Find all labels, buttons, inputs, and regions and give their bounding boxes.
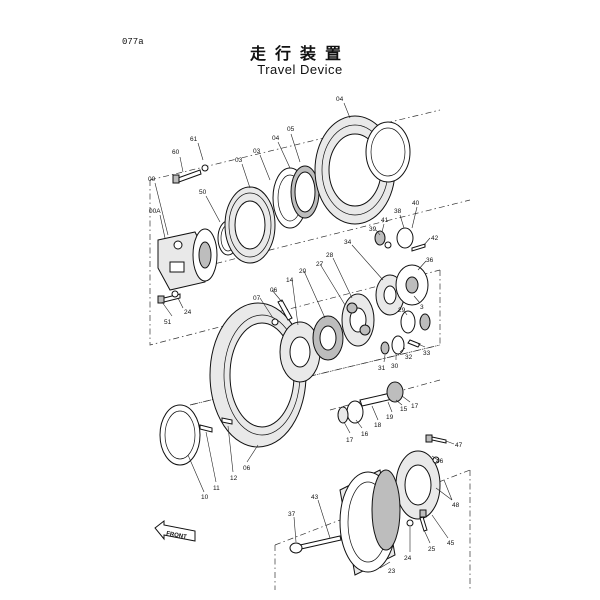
callout-label: 12 [230,475,238,482]
callout-label: 17 [411,403,419,410]
callout-labels: 04 05 04 61 60 03 03 00 50 [148,96,463,575]
callout-label: 51 [164,319,172,326]
callout-label: 43 [311,494,319,501]
callout-label: 19 [386,414,394,421]
callout-label: 3 [420,304,424,311]
callout-label: 25 [428,546,436,553]
shaft-15-19 [337,381,404,424]
callout-label: 04 [272,135,280,142]
planetary-set-27-28 [341,293,375,347]
callout-label: 34 [344,239,352,246]
callout-label: 41 [381,217,389,224]
callout-label: 45 [447,540,455,547]
small-parts-38-42 [374,227,426,252]
callout-label: 61 [190,136,198,143]
callout-label: 06 [270,287,278,294]
large-seal-ring [365,121,411,183]
callout-label: 42 [431,235,439,242]
callout-label: 27 [316,261,324,268]
end-cover-45 [395,450,441,520]
front-arrow: FRONT [154,519,196,542]
callout-label: 29 [398,307,406,314]
callout-label: 18 [374,422,382,429]
callout-label: 40 [412,200,420,207]
travel-motor [157,228,218,291]
bolts-11-12 [199,417,233,433]
bolt-60 [172,164,209,184]
callout-label: 10 [201,494,209,501]
front-label: FRONT [166,531,188,541]
callout-label: 36 [426,257,434,264]
callout-label: 48 [452,502,460,509]
callout-label: 04 [336,96,344,103]
callout-label: 07 [253,295,261,302]
callout-label: 15 [400,406,408,413]
hub-03 [224,186,276,264]
bolt-47 [425,434,447,444]
callout-label: 05 [287,126,295,133]
callout-label: 31 [378,365,386,372]
final-drum-23 [339,469,401,576]
callout-label: 16 [361,431,369,438]
bolts-06-07 [271,299,293,326]
callout-label: 17 [346,437,354,444]
gear-20 [312,315,344,361]
cover-10 [159,404,201,466]
parts-29-33 [380,310,431,355]
seal-rings [272,165,320,229]
callout-label: 23 [388,568,396,575]
callout-label: 50 [199,189,207,196]
callout-label: 06 [243,465,251,472]
callout-label: 46 [436,458,444,465]
callout-label: 60 [172,149,180,156]
callout-label: 39 [369,226,377,233]
callout-label: 11 [213,485,220,492]
bolt-51 [157,290,181,304]
callout-label: 03 [253,148,261,155]
gear-34-36 [375,264,429,316]
callout-label: 33 [423,350,431,357]
page-id: 077a [122,37,144,47]
callout-label: 00A [149,208,161,215]
callout-label: 24 [404,555,412,562]
callout-label: 20 [299,268,307,275]
callout-label: 32 [405,354,413,361]
callout-label: 37 [288,511,296,518]
callout-label: 00 [148,176,156,183]
carrier-14 [279,321,321,383]
callout-label: 03 [235,157,243,164]
washers-24-25 [406,509,428,532]
callout-label: 47 [455,442,463,449]
callout-label: 30 [391,363,399,370]
callout-label: 14 [286,277,294,284]
title-japanese: 走行装置 [249,44,350,63]
callout-label: 38 [394,208,402,215]
callout-label: 24 [184,309,192,316]
title-english: Travel Device [257,62,343,77]
callout-label: 28 [326,252,334,259]
shaft-37-43 [289,535,342,554]
